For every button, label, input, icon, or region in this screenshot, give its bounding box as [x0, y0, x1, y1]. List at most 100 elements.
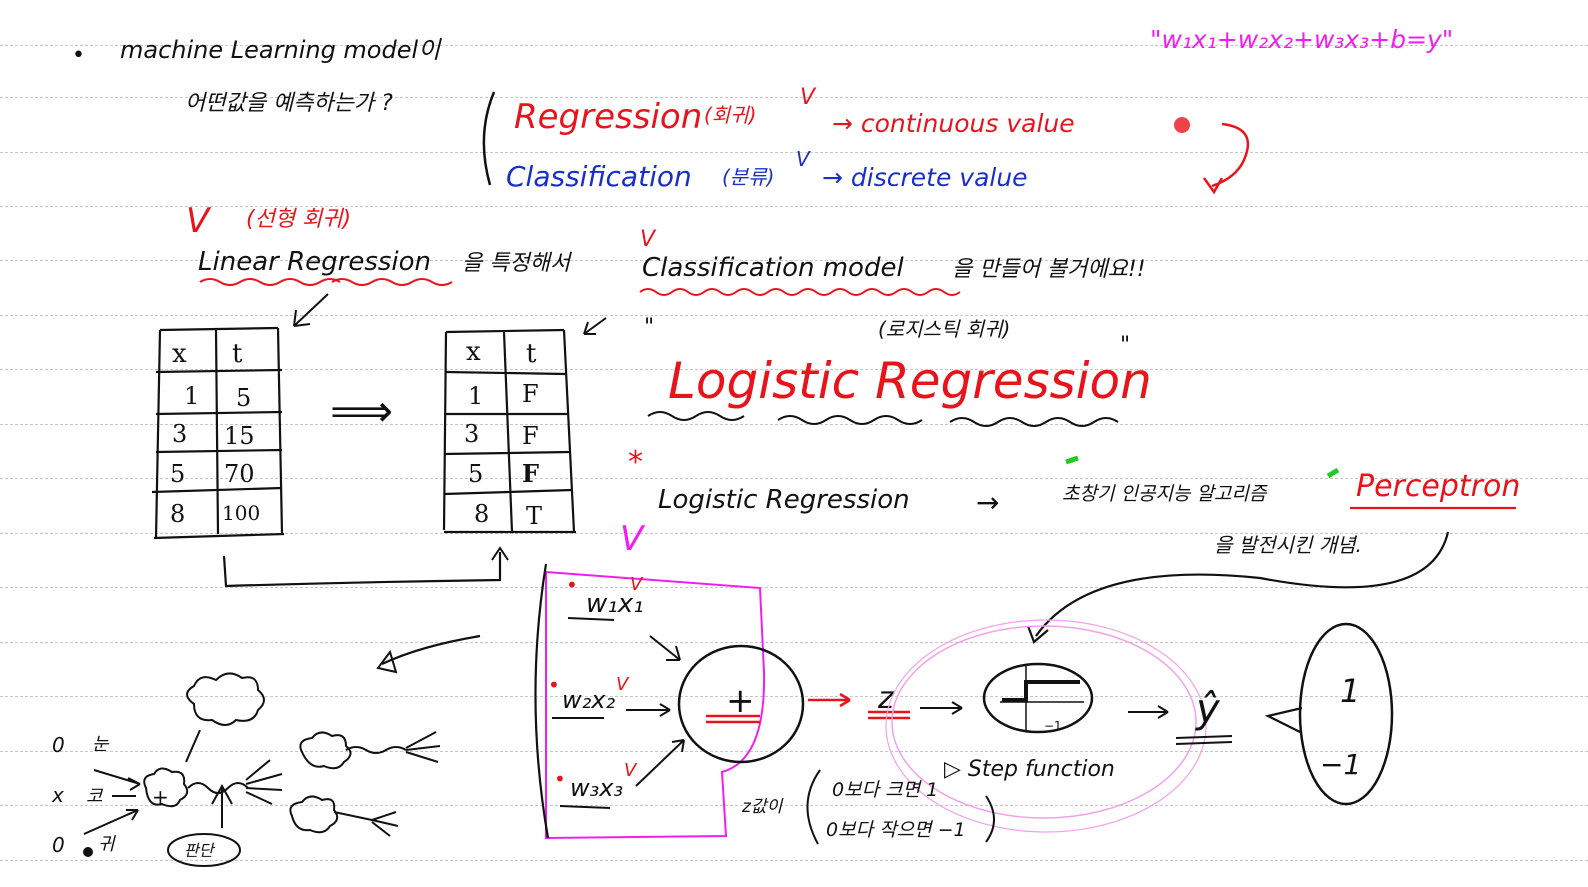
regression-check: V — [800, 85, 817, 110]
neuron-in3: 0 — [52, 833, 65, 857]
cond-label: z값이 — [741, 797, 784, 817]
step-label: ▷ Step function — [944, 757, 1115, 782]
classification-label: Classification — [506, 160, 692, 193]
yhat-label: ŷ — [1195, 686, 1221, 732]
type-bracket-arrowhead — [1202, 177, 1224, 195]
classification-model-check: V — [640, 227, 657, 252]
neuron-axon-3 — [333, 811, 399, 837]
linear-suffix: 을 특정해서 — [462, 251, 573, 276]
logistic-line-label: Logistic Regression — [658, 485, 910, 515]
logistic-quote-close: " — [1120, 333, 1130, 358]
table-left-cell: 70 — [224, 460, 255, 488]
group-paren — [482, 91, 496, 186]
logistic-desc: 초창기 인공지능 알고리즘 — [1062, 483, 1268, 505]
perceptron-label: Perceptron — [1356, 469, 1520, 504]
table-right-cell: 3 — [464, 420, 479, 448]
logistic-underline-3 — [949, 417, 1119, 427]
ruled-line — [0, 424, 1588, 425]
neuron-in1: 0 — [52, 733, 65, 757]
z-to-step-arrow — [920, 701, 963, 715]
judgement-label: 판단 — [184, 841, 216, 860]
output-1: 1 — [1340, 672, 1360, 710]
perceptron-curve-arrow — [1035, 531, 1450, 637]
neuron-axon — [187, 759, 283, 805]
output-set-pointer — [1264, 706, 1303, 733]
cond-1: 0보다 크면 1 — [832, 779, 938, 801]
step-highlight — [891, 625, 1197, 819]
step-node — [982, 662, 1094, 734]
table-right-cell: T — [526, 502, 542, 530]
ruled-line — [0, 587, 1588, 588]
logistic-kr: (로지스틱 회귀) — [878, 317, 1010, 341]
table-right — [442, 328, 576, 534]
logistic-underline-2 — [777, 415, 923, 425]
neuron-input-arrow — [93, 769, 141, 791]
table-right-header: t — [526, 339, 537, 369]
input-dot: • — [548, 673, 560, 697]
neuron-input-arrow — [83, 809, 139, 835]
sum-node — [677, 644, 805, 764]
ruled-line — [0, 642, 1588, 643]
classification-model-suffix: 을 만들어 볼거에요!! — [952, 257, 1146, 282]
regression-dot — [1174, 117, 1190, 133]
header-line1: machine Learning model이 — [120, 36, 442, 64]
thought-cloud — [186, 672, 265, 726]
formula: "w₁x₁+w₂x₂+w₃x₃+b=y" — [1150, 25, 1453, 54]
ruled-line — [0, 97, 1588, 98]
classification-model-label: Classification model — [642, 253, 904, 283]
ruled-line — [0, 152, 1588, 153]
sum-to-z-arrow — [808, 692, 851, 708]
step-curve — [1002, 680, 1080, 702]
table-right-cell: F — [522, 422, 539, 450]
input-dot: • — [554, 767, 566, 791]
table-left-cell: 15 — [224, 422, 255, 450]
table-left-cell: 8 — [170, 500, 185, 528]
ruled-line — [0, 696, 1588, 697]
arrow-down-left-1 — [293, 293, 329, 327]
table-left-cell: 100 — [222, 501, 260, 525]
linear-label: Linear Regression — [198, 247, 431, 277]
classification-value: → discrete value — [822, 163, 1028, 192]
table-left-cell: 5 — [170, 460, 185, 488]
ruled-line — [0, 860, 1588, 861]
step-minus: −1 — [1044, 719, 1062, 733]
highlight-mark — [1065, 455, 1079, 465]
ruled-line — [0, 45, 1588, 46]
table-right-cell: F — [522, 380, 539, 408]
table-right-header: x — [466, 337, 481, 367]
input-1: w₁x₁ — [586, 589, 644, 619]
perceptron-check: V — [620, 519, 646, 559]
table-left-cell: 1 — [184, 382, 199, 410]
z-underline — [868, 710, 910, 720]
ruled-line — [0, 533, 1588, 534]
perceptron-curve-arrowhead — [1026, 625, 1049, 644]
neuron-axon-2 — [345, 731, 441, 763]
table-left-header: t — [232, 339, 243, 369]
input-check: V — [616, 674, 630, 695]
classification-underline — [639, 288, 961, 296]
linear-underline-1 — [199, 278, 341, 286]
table-left-header: x — [172, 339, 187, 369]
input-1-underline — [567, 617, 615, 621]
table-right-cell: 1 — [468, 382, 483, 410]
ruled-line — [0, 478, 1588, 479]
neuron-sum: + — [152, 785, 169, 809]
intro-check: V — [186, 201, 212, 241]
input-3-underline — [559, 805, 611, 809]
sum-underline — [706, 714, 760, 724]
output-set — [1298, 622, 1394, 806]
z-label: z — [877, 681, 895, 716]
regression-kr: (회귀) — [704, 103, 756, 127]
ruled-line — [0, 206, 1588, 207]
table-right-cell: F — [522, 459, 539, 488]
neuron-body-2 — [299, 731, 352, 770]
transform-arrow: ⟹ — [330, 386, 393, 437]
header-line2: 어떤값을 예측하는가 ? — [185, 91, 393, 116]
cond-paren-close — [985, 795, 995, 843]
neuron-arrow — [381, 634, 481, 665]
logistic-quote-open: " — [644, 315, 654, 340]
output-2: −1 — [1320, 748, 1361, 781]
table-left-cell: 5 — [236, 384, 251, 412]
